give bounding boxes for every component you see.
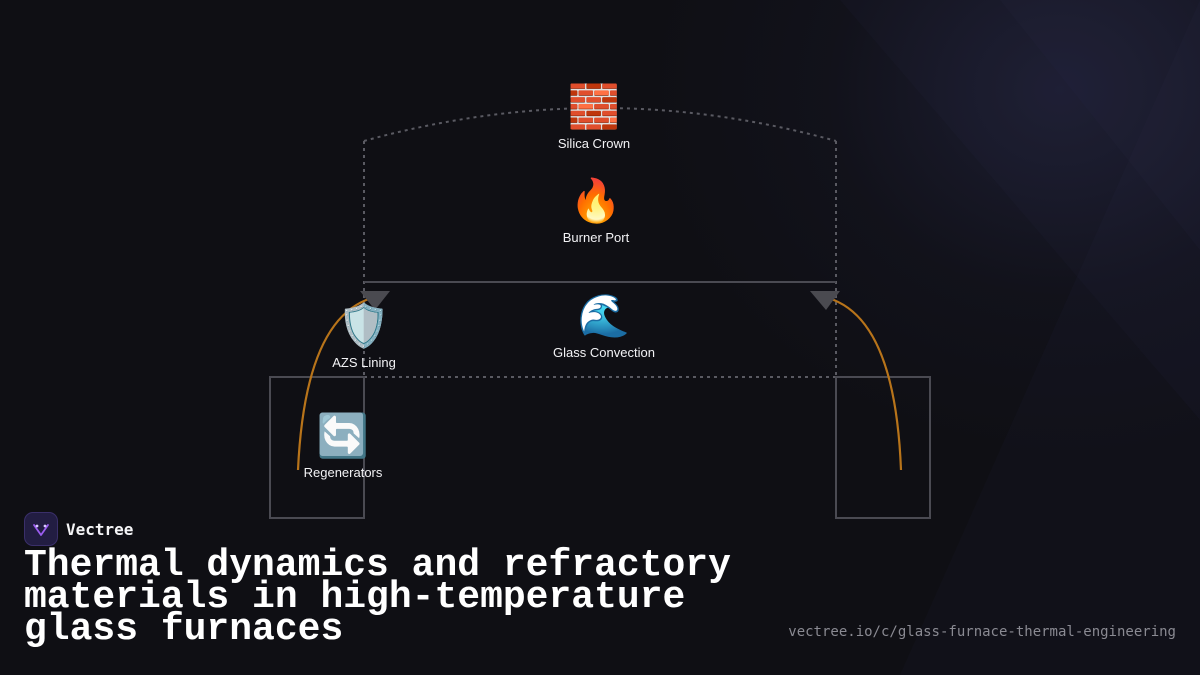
node-label: Burner Port	[562, 230, 630, 245]
brand-name: Vectree	[66, 519, 134, 539]
node-label: AZS Lining	[332, 355, 396, 370]
right-flow-arrow	[827, 296, 903, 471]
node-label: Glass Convection	[553, 345, 655, 360]
node-label: Silica Crown	[557, 136, 631, 151]
left-regenerator-chamber	[269, 376, 365, 519]
wave-icon: 🌊	[577, 291, 631, 340]
node-burner-port: 🔥 Burner Port	[563, 176, 629, 245]
node-silica-crown: 🧱 Silica Crown	[558, 82, 630, 151]
brick-icon: 🧱	[567, 82, 621, 131]
brand: Vectree	[24, 512, 133, 546]
vectree-logo-icon	[24, 512, 58, 546]
right-arrow-head	[810, 291, 840, 310]
right-regenerator-chamber	[835, 376, 931, 519]
source-url: vectree.io/c/glass-furnace-thermal-engin…	[788, 624, 1176, 640]
node-regenerators: 🔄 Regenerators	[304, 411, 383, 480]
left-arrow-head	[360, 291, 390, 310]
fire-icon: 🔥	[569, 176, 623, 225]
node-label: Regenerators	[303, 465, 383, 480]
cycle-arrows-icon: 🔄	[316, 411, 370, 460]
left-flow-arrow	[296, 296, 373, 471]
crown-arch	[363, 107, 837, 142]
page-title: Thermal dynamics and refractory material…	[24, 544, 731, 651]
node-glass-convection: 🌊 Glass Convection	[553, 291, 655, 360]
node-azs-lining: 🛡️ AZS Lining	[332, 301, 396, 370]
shield-icon: 🛡️	[337, 301, 391, 350]
